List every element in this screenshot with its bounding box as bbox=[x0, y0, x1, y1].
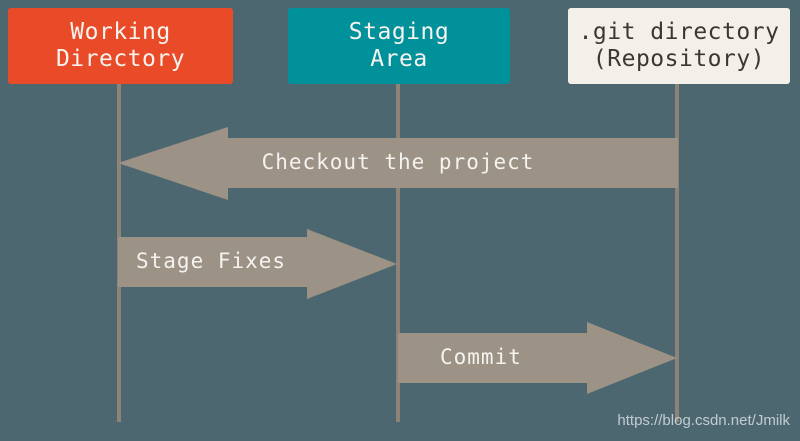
commit-arrow-label: Commit bbox=[440, 345, 522, 369]
arrowhead-left-icon bbox=[118, 127, 228, 200]
commit-arrow-body bbox=[398, 333, 590, 383]
stage-fixes-arrow-label: Stage Fixes bbox=[136, 249, 287, 273]
staging-area-label-line1: Staging bbox=[348, 19, 450, 45]
git-directory-label-line2: (Repository) bbox=[592, 46, 766, 72]
working-directory-label-line2: Directory bbox=[55, 46, 186, 72]
checkout-arrow: Checkout the project bbox=[118, 127, 678, 200]
git-directory-label-line1: .git directory bbox=[578, 19, 780, 45]
git-directory-lifeline bbox=[675, 84, 679, 422]
checkout-arrow-label: Checkout the project bbox=[261, 150, 535, 174]
git-directory-box: .git directory (Repository) bbox=[568, 8, 790, 84]
stage-fixes-arrow: Stage Fixes bbox=[118, 229, 397, 299]
commit-arrow: Commit bbox=[398, 322, 677, 394]
staging-area-box: Staging Area bbox=[288, 8, 510, 84]
checkout-arrow-body bbox=[226, 138, 678, 188]
stage-fixes-arrow-body bbox=[118, 237, 310, 287]
working-directory-box: Working Directory bbox=[8, 8, 233, 84]
working-directory-label-line1: Working bbox=[70, 19, 171, 45]
staging-area-label-line2: Area bbox=[370, 46, 428, 72]
watermark-url: https://blog.csdn.net/Jmilk bbox=[617, 412, 790, 429]
staging-area-lifeline bbox=[396, 84, 400, 422]
arrowhead-right-icon bbox=[587, 322, 677, 394]
arrowhead-right-icon bbox=[307, 229, 397, 299]
